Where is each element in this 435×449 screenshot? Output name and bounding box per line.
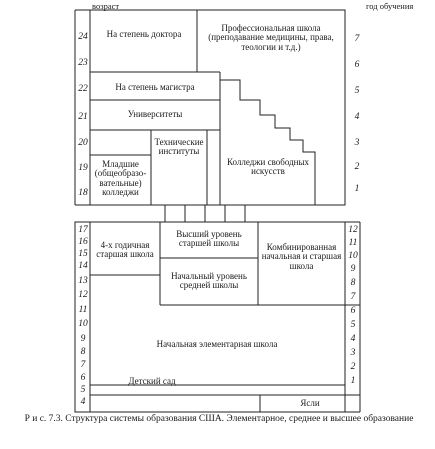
grade-axis-label: год обучения — [366, 1, 414, 11]
senior-high-block: Высший уровень старшей школы — [176, 229, 242, 249]
age-axis-label: возраст — [92, 1, 120, 11]
grade-label: 9 — [350, 264, 356, 274]
liberal-arts-colleges-block: Колледжи свободных искусств — [226, 157, 310, 177]
elementary-school-block: Начальная элементарная школа — [156, 339, 278, 349]
grade-label: 5 — [350, 320, 356, 330]
age-label: 6 — [80, 373, 86, 383]
grade-label: 4 — [350, 334, 356, 344]
grade-label: 1 — [350, 376, 356, 386]
junior-colleges-block: Младшие (общеобразо-вательные) колледжи — [94, 159, 147, 198]
grade-label: 11 — [348, 238, 358, 248]
age-label: 9 — [80, 334, 86, 344]
universities-block: Университеты — [127, 109, 183, 119]
age-label: 19 — [78, 163, 88, 173]
age-label: 24 — [78, 32, 88, 42]
age-label: 8 — [80, 347, 86, 357]
caption-text: Структура системы образования США. Элеме… — [65, 414, 414, 424]
age-label: 7 — [80, 360, 86, 370]
kindergarten-block: Детский сад — [128, 376, 176, 386]
caption-prefix: Р и с. 7.3. — [24, 414, 63, 424]
grade-label: 3 — [350, 348, 356, 358]
age-label: 17 — [78, 225, 88, 235]
age-label: 12 — [78, 290, 88, 300]
grade-label: 6 — [350, 306, 356, 316]
technical-institutes-block: Технические институты — [154, 137, 204, 157]
age-label: 22 — [78, 84, 88, 94]
figure-caption: Р и с. 7.3. Структура системы образовани… — [4, 414, 434, 425]
age-label: 15 — [78, 249, 88, 259]
grade-label: 5 — [354, 86, 360, 96]
age-label: 13 — [78, 276, 88, 286]
four-year-high-school-block: 4-х годичная старшая школа — [96, 240, 154, 260]
professional-school-block: Профессиональная школа (преподавание мед… — [208, 23, 334, 52]
age-label: 23 — [78, 58, 88, 68]
age-label: 18 — [78, 188, 88, 198]
grade-label: 3 — [354, 138, 360, 148]
age-label: 11 — [78, 305, 88, 315]
grade-label: 10 — [348, 251, 358, 261]
age-label: 10 — [78, 319, 88, 329]
age-label: 4 — [80, 397, 86, 407]
grade-label: 7 — [350, 292, 356, 302]
combined-school-block: Комбинированная начальная и старшая школ… — [261, 242, 342, 271]
grade-label: 6 — [354, 60, 360, 70]
age-label: 21 — [78, 112, 88, 122]
grade-label: 2 — [350, 362, 356, 372]
grade-label: 1 — [354, 184, 360, 194]
grade-label: 8 — [350, 278, 356, 288]
grade-label: 4 — [354, 112, 360, 122]
age-label: 5 — [80, 385, 86, 395]
nursery-block: Ясли — [300, 398, 320, 408]
age-label: 16 — [78, 237, 88, 247]
grade-label: 2 — [354, 162, 360, 172]
grade-label: 12 — [348, 225, 358, 235]
age-label: 14 — [78, 261, 88, 271]
age-label: 20 — [78, 138, 88, 148]
master-degree-block: На степень магистра — [115, 82, 195, 92]
grade-label: 7 — [354, 34, 360, 44]
junior-high-block: Начальный уровень средней школы — [171, 271, 247, 291]
doctor-degree-block: На степень доктора — [106, 29, 182, 39]
